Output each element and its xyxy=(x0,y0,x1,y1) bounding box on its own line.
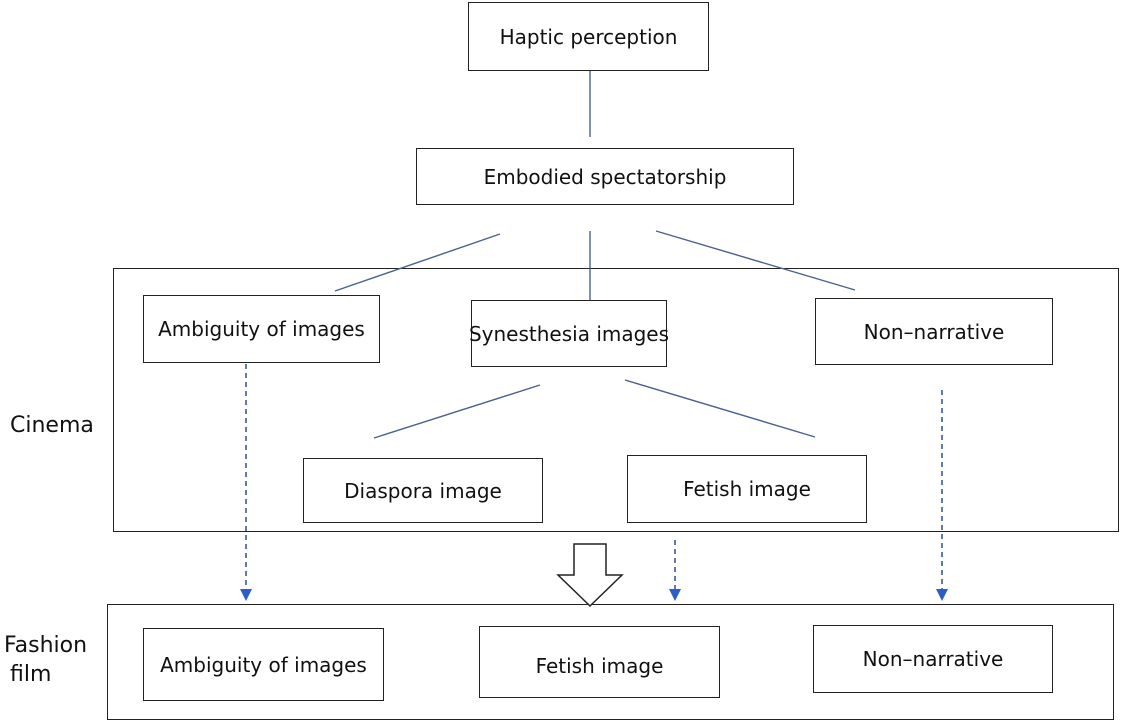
fashion-label-line2: film xyxy=(10,662,52,687)
node-cinema-synesthesia-images: Synesthesia images xyxy=(469,300,669,367)
synesthesia-to-fetish-line xyxy=(624,379,816,438)
cinema-label: Cinema xyxy=(10,413,94,438)
node-fashion-non-narrative: Non–narrative xyxy=(813,625,1053,693)
cinema-group xyxy=(113,268,1119,532)
fashion-film-label: Fashion film xyxy=(4,631,87,689)
fashion-film-group xyxy=(107,604,1114,720)
embodied-to-ambiguity-line xyxy=(334,233,501,292)
fetish-arrowhead-icon xyxy=(669,589,681,601)
node-cinema-fetish-image: Fetish image xyxy=(627,455,867,523)
non-narrative-arrowhead-icon xyxy=(936,589,948,601)
node-fashion-fetish-image: Fetish image xyxy=(479,626,720,698)
fashion-label-line1: Fashion xyxy=(4,633,88,658)
node-embodied-spectatorship: Embodied spectatorship xyxy=(416,148,794,205)
ambiguity-arrowhead-icon xyxy=(240,589,252,601)
embodied-to-non-narrative-line xyxy=(655,230,856,291)
node-haptic-perception: Haptic perception xyxy=(468,2,709,71)
node-cinema-non-narrative: Non–narrative xyxy=(815,298,1053,365)
node-cinema-diaspora-image: Diaspora image xyxy=(303,458,543,523)
node-cinema-ambiguity-of-images: Ambiguity of images xyxy=(143,295,380,363)
node-fashion-ambiguity-of-images: Ambiguity of images xyxy=(143,628,384,701)
synesthesia-to-diaspora-line xyxy=(373,384,541,439)
hollow-down-arrow-icon xyxy=(556,543,624,608)
